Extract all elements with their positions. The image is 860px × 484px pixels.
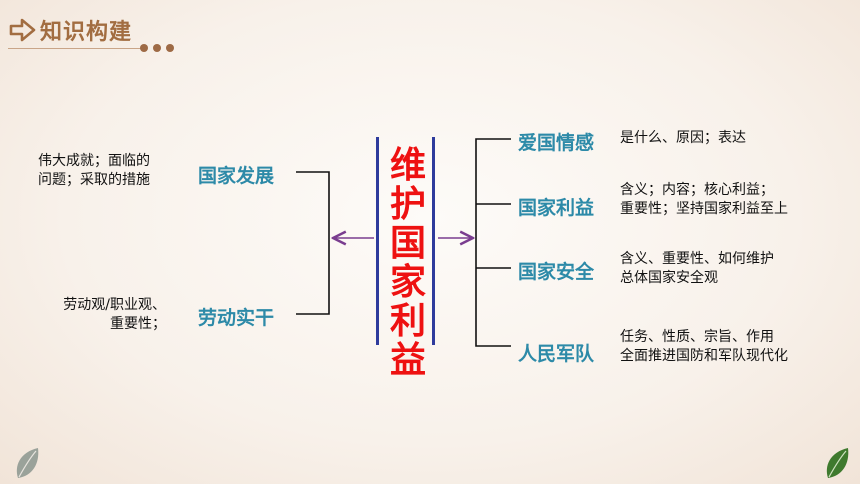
topic-national-development: 国家发展 bbox=[198, 165, 275, 187]
header-underline bbox=[8, 48, 143, 49]
center-bar-right bbox=[432, 137, 435, 345]
desc-labor: 劳动观/职业观、 重要性； bbox=[63, 297, 166, 332]
desc-national-development: 伟大成就；面临的 问题；采取的措施 bbox=[38, 153, 150, 188]
section-title: 知识构建 bbox=[40, 20, 133, 45]
desc-national-security: 含义、重要性、如何维护 总体国家安全观 bbox=[620, 251, 774, 286]
right-bracket-top bbox=[475, 138, 511, 347]
topic-labor: 劳动实干 bbox=[198, 307, 275, 329]
header-dots bbox=[140, 44, 180, 54]
desc-peoples-army: 任务、性质、宗旨、作用 全面推进国防和军队现代化 bbox=[620, 329, 788, 364]
left-bracket bbox=[296, 171, 330, 315]
topic-patriotism: 爱国情感 bbox=[518, 132, 595, 154]
leaf-icon bbox=[16, 448, 39, 478]
topic-national-interest: 国家利益 bbox=[518, 197, 595, 219]
dot bbox=[166, 44, 174, 52]
desc-patriotism: 是什么、原因；表达 bbox=[620, 130, 746, 146]
dot bbox=[140, 44, 148, 52]
leaf-icon bbox=[826, 448, 849, 478]
dot bbox=[153, 44, 161, 52]
arrow-right-outline-icon bbox=[9, 18, 36, 42]
topic-national-security: 国家安全 bbox=[518, 261, 595, 283]
central-topic: 维 护 国 家 利 益 bbox=[389, 145, 426, 381]
topic-peoples-army: 人民军队 bbox=[518, 343, 595, 365]
desc-national-interest: 含义；内容；核心利益； 重要性；坚持国家利益至上 bbox=[620, 182, 788, 217]
center-bar-left bbox=[376, 137, 379, 345]
